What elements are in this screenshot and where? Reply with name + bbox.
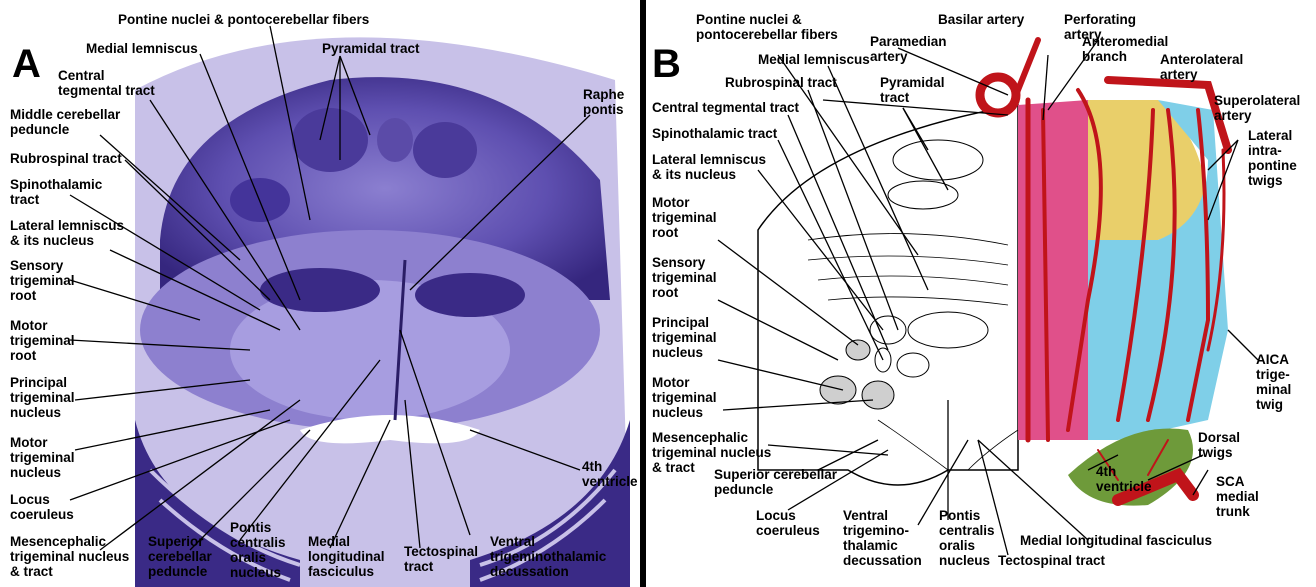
label-lateral-lemniscus: Lateral lemniscus & its nucleus: [10, 218, 124, 248]
label-pyramidal-tract: Pyramidal tract: [322, 41, 420, 56]
label-central-tegmental: Central tegmental tract: [58, 68, 155, 98]
label-b-superior-cerebellar: Superior cerebellar peduncle: [714, 467, 837, 497]
label-rubrospinal: Rubrospinal tract: [10, 151, 122, 166]
label-superior-cerebellar: Superior cerebellar peduncle: [148, 534, 212, 579]
label-b-lateral-intrapontine: Lateral intra- pontine twigs: [1248, 128, 1297, 188]
label-b-sca-medial-trunk: SCA medial trunk: [1216, 474, 1259, 519]
label-middle-cerebellar: Middle cerebellar peduncle: [10, 107, 120, 137]
label-b-pontine-nuclei: Pontine nuclei & pontocerebellar fibers: [696, 12, 838, 42]
label-locus-coeruleus: Locus coeruleus: [10, 492, 74, 522]
label-b-pyramidal-tract: Pyramidal tract: [880, 75, 945, 105]
label-mesencephalic: Mesencephalic trigeminal nucleus & tract: [10, 534, 129, 579]
label-b-paramedian-artery: Paramedian artery: [870, 34, 947, 64]
label-principal-trigeminal: Principal trigeminal nucleus: [10, 375, 75, 420]
panel-b: B Pontine nuclei & pontocerebellar fiber…: [648, 0, 1316, 587]
label-b-basilar-artery: Basilar artery: [938, 12, 1024, 27]
label-medial-lemniscus: Medial lemniscus: [86, 41, 198, 56]
label-pontine-nuclei: Pontine nuclei & pontocerebellar fibers: [118, 12, 369, 27]
label-pontis-centralis: Pontis centralis oralis nucleus: [230, 520, 286, 580]
label-b-spinothalamic: Spinothalamic tract: [652, 126, 777, 141]
label-b-pontis-centralis: Pontis centralis oralis nucleus: [939, 508, 995, 568]
label-b-sensory-trigeminal: Sensory trigeminal root: [652, 255, 717, 300]
label-tectospinal: Tectospinal tract: [404, 544, 478, 574]
panel-a: A Pontine nuclei & pontocerebellar fiber…: [0, 0, 640, 587]
panel-a-letter: A: [12, 44, 41, 84]
label-spinothalamic: Spinothalamic tract: [10, 177, 102, 207]
label-ventral-trigemino: Ventral trigeminothalamic decussation: [490, 534, 606, 579]
label-b-dorsal-twigs: Dorsal twigs: [1198, 430, 1240, 460]
panel-b-letter: B: [652, 44, 681, 84]
label-fourth-ventricle: 4th ventricle: [582, 459, 638, 489]
label-motor-trigeminal-nucleus: Motor trigeminal nucleus: [10, 435, 75, 480]
label-b-superolateral-artery: Superolateral artery: [1214, 93, 1300, 123]
label-b-anterolateral-artery: Anterolateral artery: [1160, 52, 1243, 82]
label-b-ventral-trigemino: Ventral trigemino- thalamic decussation: [843, 508, 922, 568]
label-b-fourth-ventricle: 4th ventricle: [1096, 464, 1152, 494]
label-raphe-pontis: Raphe pontis: [583, 87, 624, 117]
label-b-medial-lemniscus: Medial lemniscus: [758, 52, 870, 67]
label-b-motor-trigeminal-nucleus: Motor trigeminal nucleus: [652, 375, 717, 420]
label-b-motor-trigeminal-root: Motor trigeminal root: [652, 195, 717, 240]
label-b-aica: AICA trige- minal twig: [1256, 352, 1291, 412]
label-medial-longitudinal: Medial longitudinal fasciculus: [308, 534, 385, 579]
label-b-anteromedial-branch: Anteromedial branch: [1082, 34, 1168, 64]
panel-divider: [640, 0, 646, 587]
label-b-central-tegmental: Central tegmental tract: [652, 100, 799, 115]
label-sensory-trigeminal: Sensory trigeminal root: [10, 258, 75, 303]
label-b-lateral-lemniscus: Lateral lemniscus & its nucleus: [652, 152, 766, 182]
label-b-medial-longitudinal: Medial longitudinal fasciculus: [1020, 533, 1212, 548]
label-b-principal-trigeminal: Principal trigeminal nucleus: [652, 315, 717, 360]
label-motor-trigeminal-root: Motor trigeminal root: [10, 318, 75, 363]
label-b-locus-coeruleus: Locus coeruleus: [756, 508, 820, 538]
label-b-tectospinal: Tectospinal tract: [998, 553, 1105, 568]
label-b-rubrospinal: Rubrospinal tract: [725, 75, 837, 90]
